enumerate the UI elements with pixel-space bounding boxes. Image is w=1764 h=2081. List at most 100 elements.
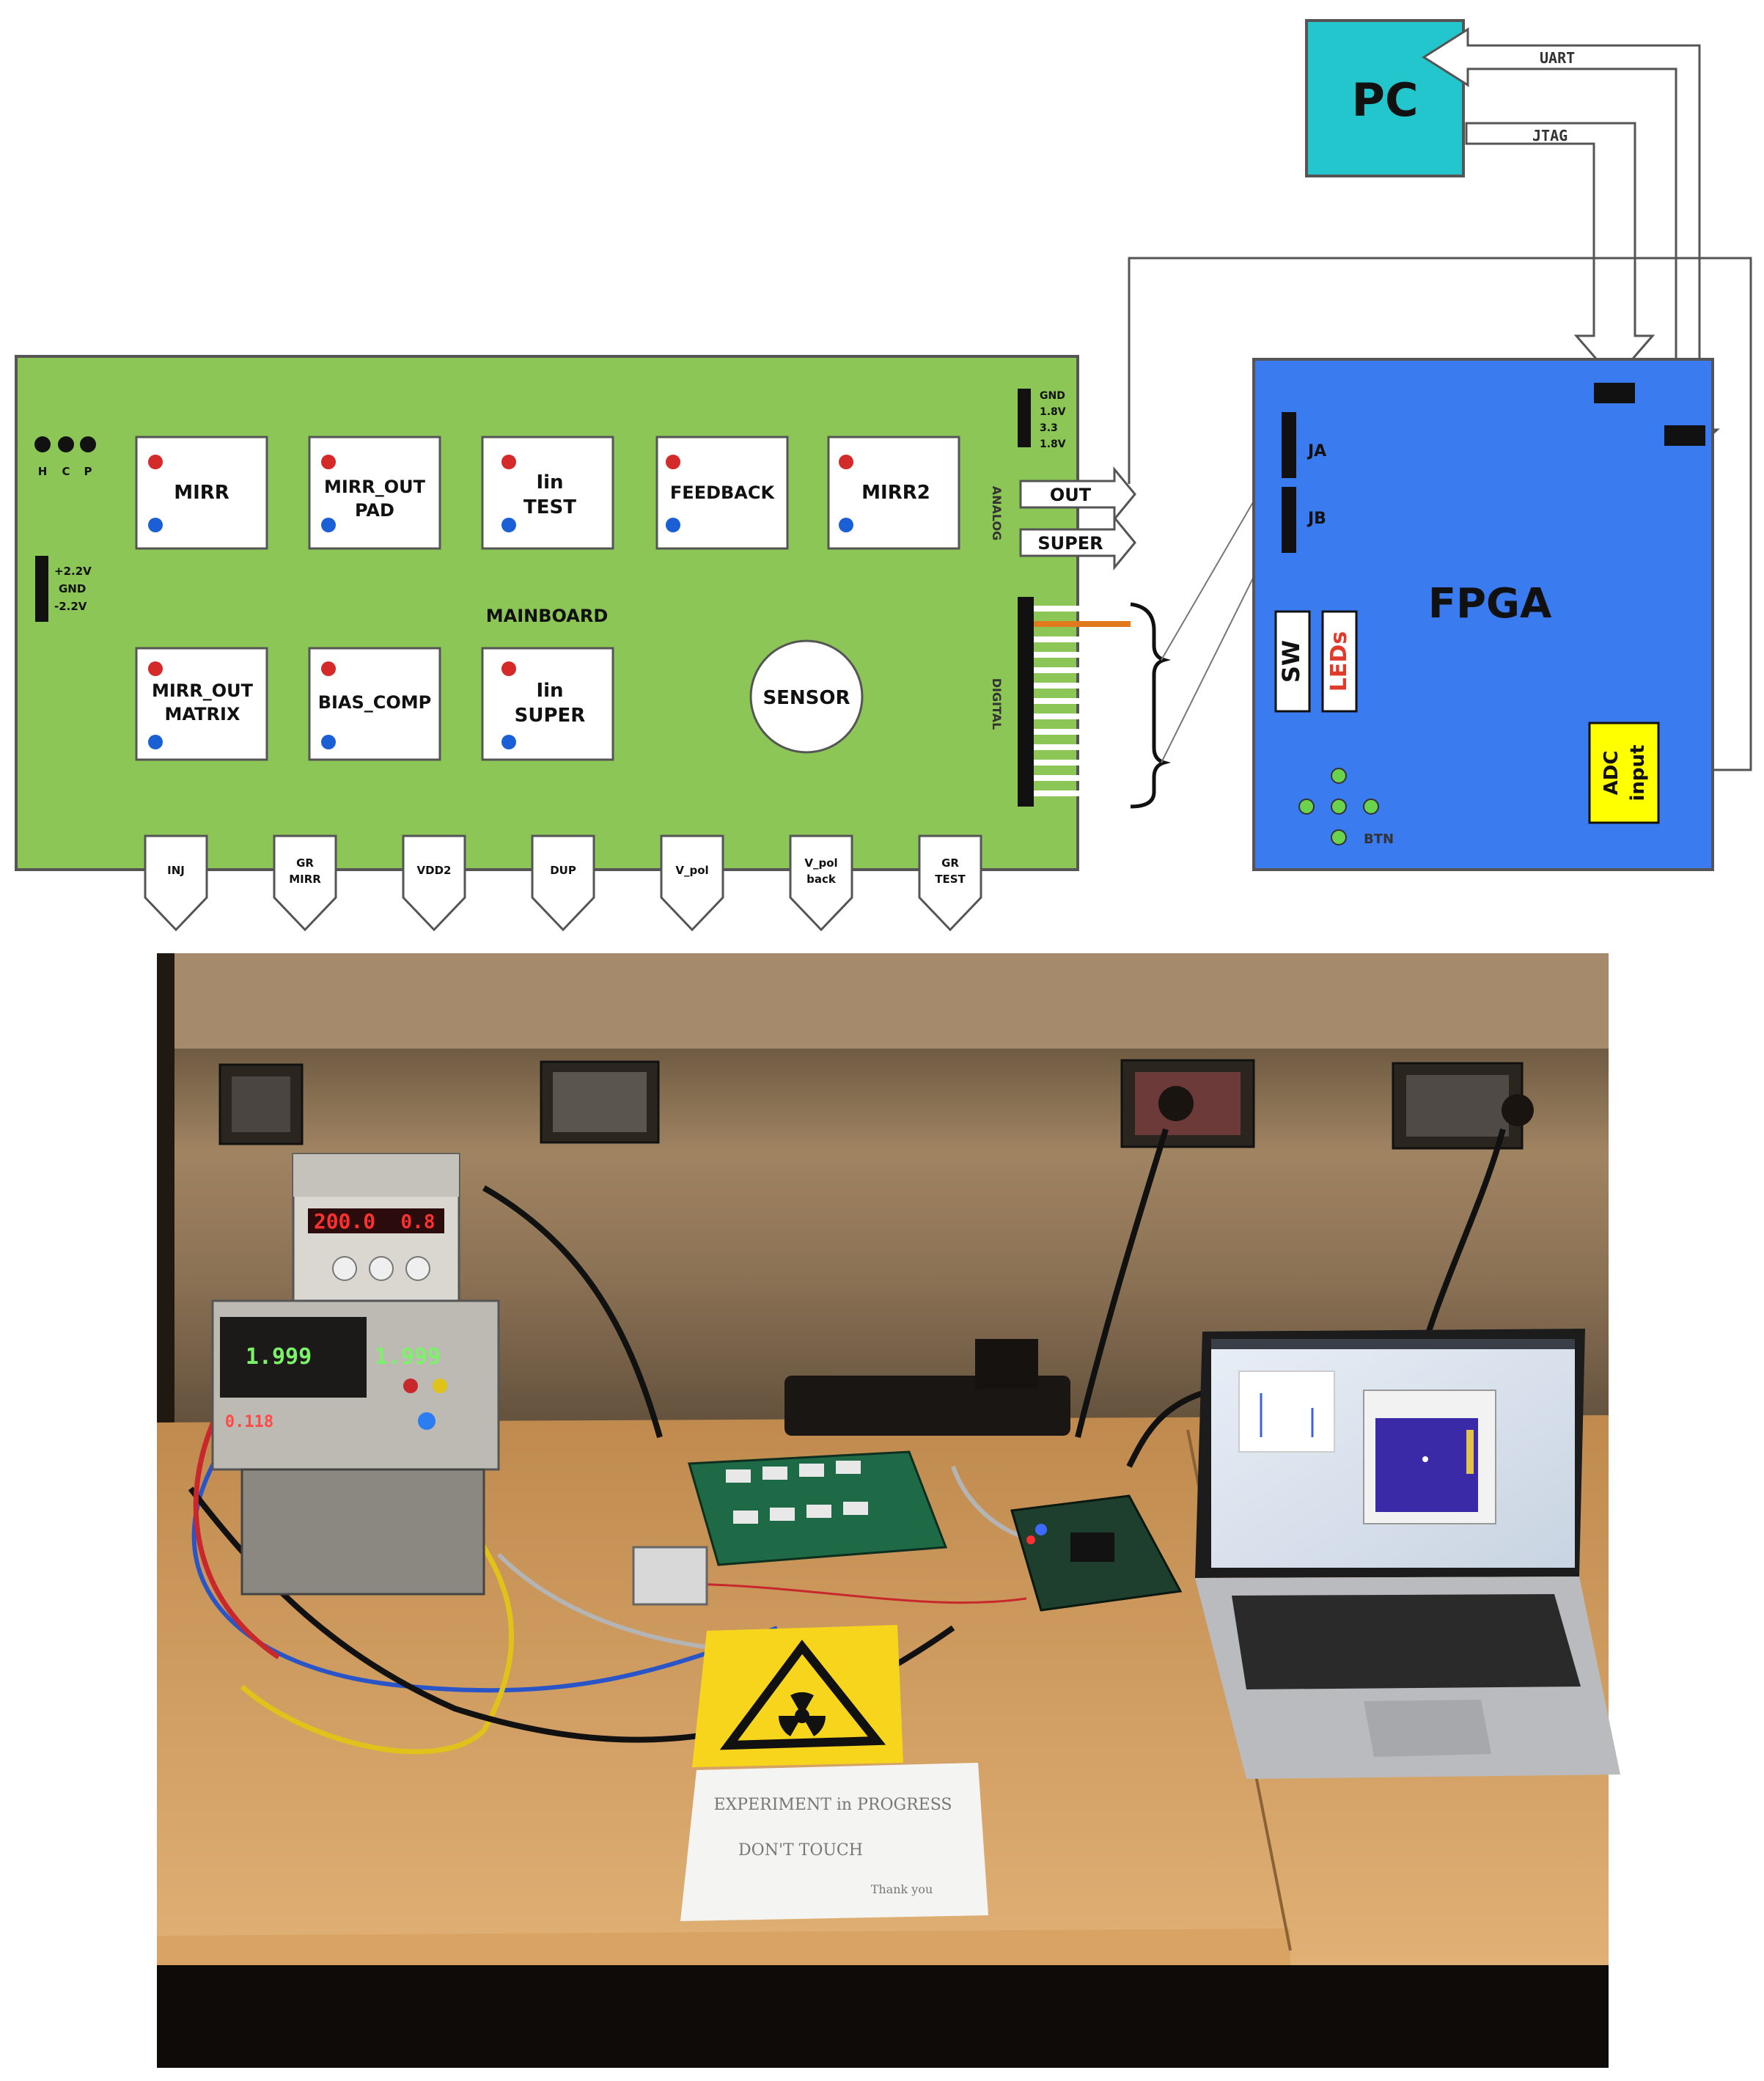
sw-block — [1274, 610, 1311, 713]
jb-port — [1282, 487, 1296, 553]
leds-label: LEDs — [1326, 631, 1352, 691]
sw-label: SW — [1277, 640, 1305, 683]
jtag-bus: JTAG — [1465, 122, 1655, 382]
block-iin-test: Iin TEST — [481, 436, 614, 550]
block-iin-test-line2: TEST — [523, 496, 576, 518]
block-iin-super-line1: Iin — [536, 680, 563, 702]
bottom-connector-label: GR — [941, 856, 959, 870]
bottom-connector-label: V_pol — [675, 864, 708, 877]
power-connector-left: +2.2V GND -2.2V — [35, 556, 92, 622]
hcp-label-c: C — [62, 465, 70, 478]
hcp-label-p: P — [84, 465, 92, 478]
block-diagram: PC UART JTAG MAINBOARD H C P — [15, 19, 1752, 932]
bottom-connector-label: MIRR — [289, 873, 321, 886]
bottom-connector: DUP — [531, 834, 595, 932]
hcp-label-h: H — [38, 465, 48, 478]
adc-signal-line — [1128, 257, 1752, 771]
block-mirr-out-matrix-line2: MATRIX — [165, 704, 240, 724]
block-mirr: MIRR — [135, 436, 268, 550]
power-left-2: GND — [59, 582, 86, 595]
uart-port — [1664, 425, 1705, 446]
power-left-1: +2.2V — [54, 565, 92, 578]
sensor-label: SENSOR — [762, 687, 850, 709]
adc-label-line1: ADC — [1601, 751, 1622, 796]
block-mirr-out-matrix: MIRR_OUT MATRIX — [135, 647, 268, 761]
bottom-connector: GR MIRR — [273, 834, 337, 932]
pc-block: PC — [1305, 19, 1465, 177]
adc-label-line2: input — [1627, 745, 1649, 801]
bottom-connector: VDD2 — [402, 834, 466, 932]
analog-label: ANALOG — [990, 486, 1004, 541]
block-mirr-out-matrix-line1: MIRR_OUT — [152, 680, 254, 701]
bottom-connector: V_pol — [660, 834, 724, 932]
block-mirr-label: MIRR — [174, 482, 229, 504]
psu-display-right: 0.8 — [401, 1211, 436, 1233]
meter-reading-1: 1.999 — [246, 1344, 312, 1370]
instrument-base — [240, 1468, 485, 1596]
block-feedback-label: FEEDBACK — [670, 482, 776, 503]
bottom-connector-label: V_pol — [804, 856, 837, 870]
hcp-connector: H C P — [34, 436, 96, 478]
digital-connector — [1018, 597, 1172, 809]
pc-label: PC — [1352, 73, 1419, 127]
bottom-connector-label: GR — [296, 856, 314, 870]
fpga-board: FPGA JA JB SW LEDs ADC input BTN — [1252, 358, 1714, 871]
laptop — [1195, 1329, 1620, 1779]
note-line-3: Thank you — [871, 1882, 933, 1896]
sensor: SENSOR — [749, 639, 864, 754]
buttons: BTN — [1298, 768, 1394, 847]
block-iin-super-line2: SUPER — [515, 705, 586, 727]
block-iin-super: Iin SUPER — [481, 647, 614, 761]
bottom-connector-label: VDD2 — [417, 864, 452, 877]
psu-display-left: 200.0 — [314, 1209, 375, 1233]
radiation-sign — [692, 1625, 903, 1767]
digital-label: DIGITAL — [990, 678, 1004, 730]
adc-input-block — [1588, 722, 1660, 824]
block-mirr-out-pad: MIRR_OUT PAD — [308, 436, 441, 550]
jb-label: JB — [1307, 510, 1326, 528]
power-right-3: 3.3 — [1040, 422, 1058, 434]
uart-label: UART — [1540, 49, 1575, 67]
power-strip — [784, 1376, 1070, 1436]
bottom-connector: INJ — [144, 834, 208, 932]
jtag-label: JTAG — [1532, 127, 1568, 144]
ja-port — [1282, 412, 1296, 478]
bottom-connector-label: INJ — [167, 864, 185, 877]
meter-reading-3: 0.118 — [225, 1413, 273, 1431]
wall-sockets — [218, 1059, 1534, 1150]
fpga-label: FPGA — [1428, 580, 1552, 628]
power-supply: 200.0 0.8 — [292, 1153, 460, 1302]
power-left-3: -2.2V — [54, 600, 87, 613]
photo-fpga — [1010, 1494, 1183, 1612]
block-mirr-out-pad-line2: PAD — [355, 500, 394, 521]
block-bias-comp: BIAS_COMP — [308, 647, 441, 761]
amplifier-box — [632, 1546, 708, 1606]
jtag-port — [1594, 383, 1635, 403]
block-mirr-out-pad-line1: MIRR_OUT — [324, 477, 426, 497]
leds-block — [1321, 610, 1358, 713]
bottom-connector-label: back — [806, 873, 837, 886]
block-mirr2-label: MIRR2 — [861, 482, 930, 504]
out-label: OUT — [1050, 485, 1092, 505]
power-connector-right: GND 1.8V 3.3 1.8V — [1018, 389, 1066, 450]
source-meter: 1.999 1.999 0.118 — [211, 1299, 500, 1471]
lab-photo: 200.0 0.8 1.999 1.999 0.118 — [157, 953, 1620, 2068]
meter-reading-2: 1.999 — [375, 1344, 441, 1370]
warning-note: EXPERIMENT in PROGRESS DON'T TOUCH Thank… — [680, 1763, 988, 1921]
super-label: SUPER — [1037, 533, 1103, 554]
power-right-2: 1.8V — [1040, 406, 1066, 418]
photo-mainboard — [688, 1450, 948, 1566]
power-right-1: GND — [1040, 390, 1065, 402]
power-right-4: 1.8V — [1040, 438, 1066, 450]
mainboard-label: MAINBOARD — [486, 606, 609, 626]
super-arrow: SUPER — [1019, 514, 1136, 571]
mainboard: MAINBOARD H C P +2.2V GND -2.2V GND — [15, 355, 1172, 932]
out-arrow: OUT — [1019, 466, 1136, 523]
bottom-connector: GR TEST — [918, 834, 982, 932]
block-iin-test-line1: Iin — [536, 471, 563, 493]
bottom-connector-label: TEST — [935, 873, 966, 886]
block-bias-comp-label: BIAS_COMP — [318, 692, 432, 713]
